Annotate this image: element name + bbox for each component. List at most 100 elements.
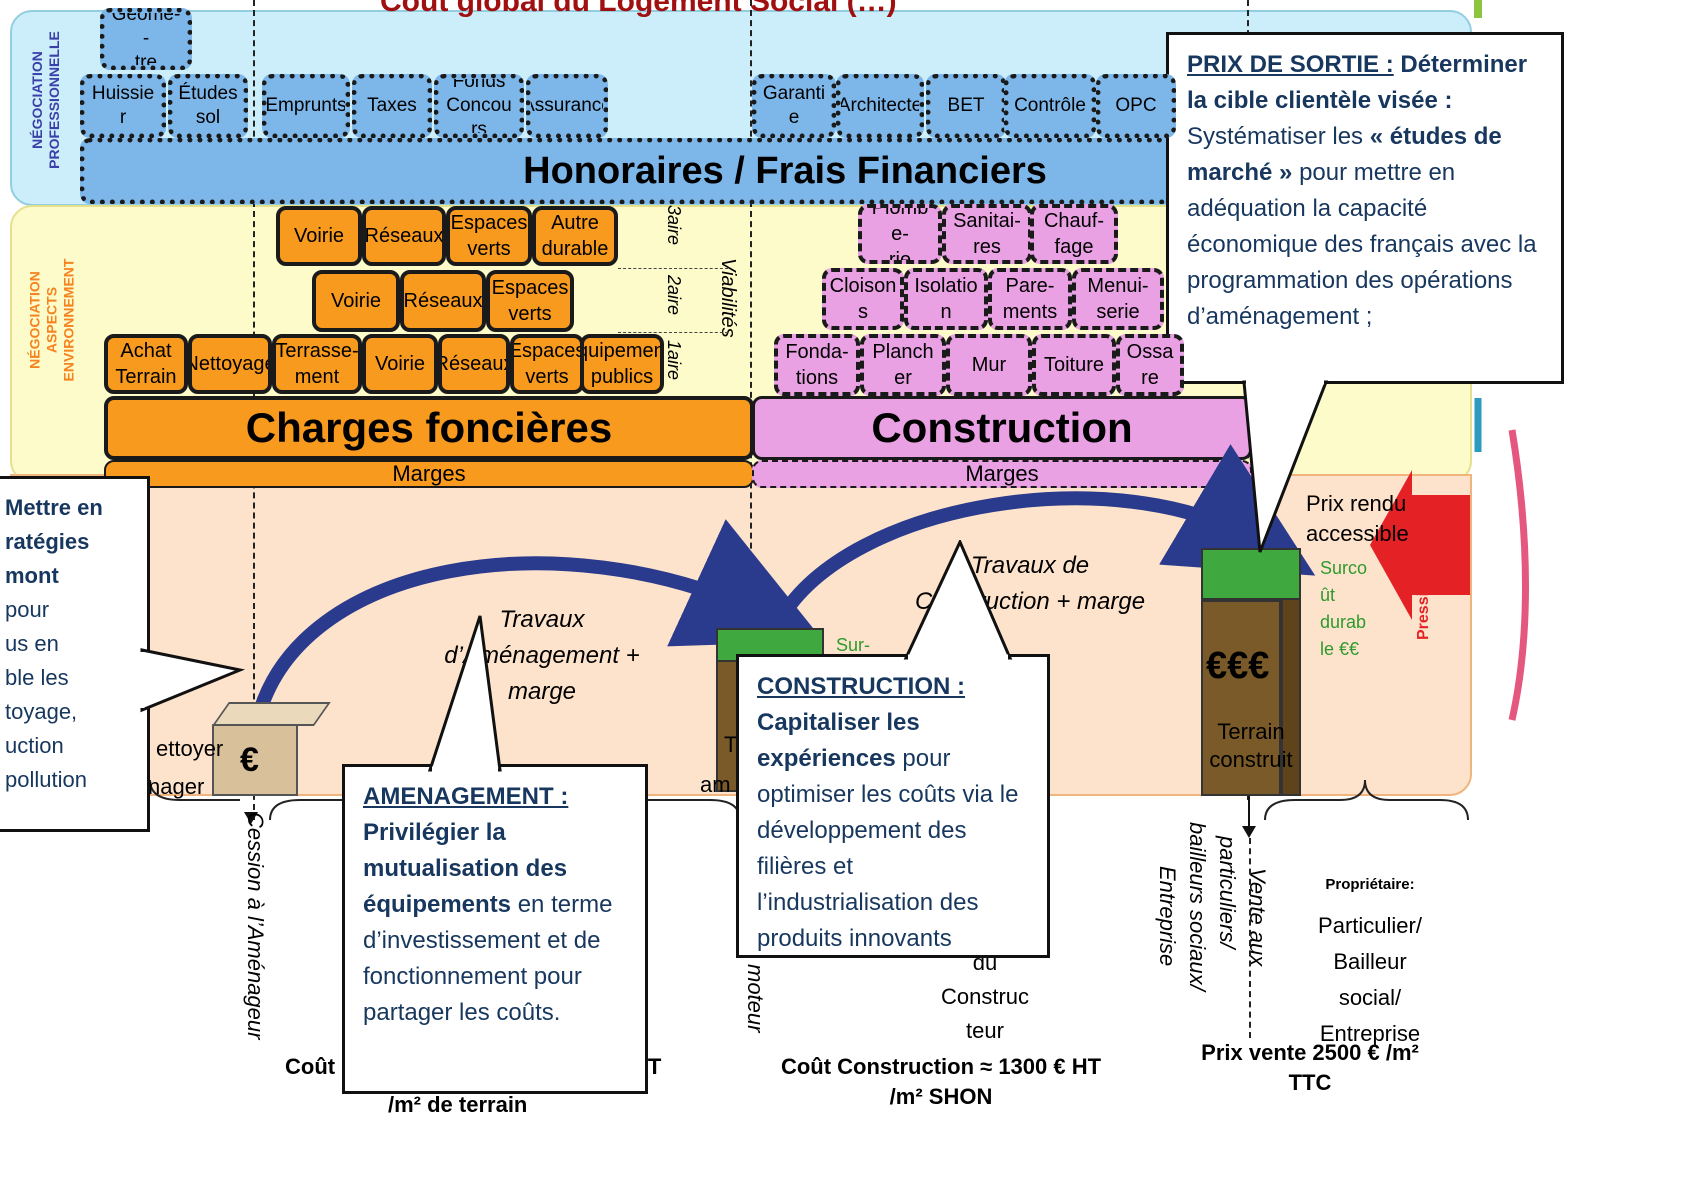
- land-tier1-box: Réseaux: [438, 334, 510, 394]
- constructeur-text: du Construc teur: [940, 950, 1030, 1043]
- owner-label: Propriétaire:: [1325, 876, 1415, 893]
- construction-tier1-box: Toiture: [1032, 334, 1116, 396]
- pression-arrow: [1370, 470, 1470, 620]
- land-tier3-box-label: Autre durable: [541, 212, 609, 260]
- fee-box-label: Garanti e: [762, 83, 826, 128]
- callout-left-line: pollution: [5, 767, 87, 792]
- land-tier1-box: Équipements publics: [580, 334, 664, 394]
- callout-left-line: ratégies: [5, 529, 90, 554]
- manager-text: nager: [148, 774, 205, 799]
- fee-box: OPC: [1096, 74, 1176, 138]
- callout-left-line: Mettre en: [5, 495, 103, 520]
- fee-box-label: Géomè- - tre: [111, 8, 181, 70]
- land-tier1-box-label: Équipements publics: [584, 340, 664, 388]
- land-cost-label: Coût: [285, 1054, 336, 1079]
- construction-tier1-box: Fonda- tions: [774, 334, 860, 396]
- particuliers-label: particuliers/: [1215, 836, 1240, 949]
- prix-p1: Systématiser les: [1187, 123, 1370, 150]
- construction-tier2-box: Pare- ments: [988, 268, 1072, 330]
- land-tier2-box: Espaces verts: [486, 270, 574, 332]
- owner-text: Particulier/ Bailleur social/ Entreprise: [1318, 913, 1422, 1046]
- land-tier3-box-label: Voirie: [293, 225, 345, 247]
- land-tier3-box: Réseaux: [362, 206, 446, 266]
- land-tier3-box: Espaces verts: [446, 206, 532, 266]
- land-tier2-box-label: Espaces verts: [491, 277, 569, 325]
- land-tier3-box-label: Réseaux: [364, 225, 444, 247]
- construction-tier1-box-label: Planch er: [872, 341, 934, 389]
- land-charges-bar: Charges foncières: [104, 396, 754, 460]
- fee-box: Taxes: [352, 74, 432, 138]
- land-tier1-box: Nettoyage: [188, 334, 272, 394]
- fee-box: Huissie r: [80, 74, 166, 138]
- land-tier2-box: Voirie: [312, 270, 400, 332]
- callout-left-line: ble les: [5, 665, 69, 690]
- price-accessible-text: Prix rendu accessible: [1306, 491, 1409, 546]
- callout-prix: PRIX DE SORTIE : Déterminer la cible cli…: [1166, 32, 1564, 384]
- amenagement-head: AMENAGEMENT :: [363, 783, 569, 810]
- bailleurs-label: bailleurs sociaux/: [1185, 822, 1210, 991]
- nettoyer-text: ettoyer: [156, 736, 224, 761]
- amenagement-rest: en terme d’investissement et de fonction…: [363, 891, 613, 1026]
- sale-dashed-line: [1249, 838, 1251, 1038]
- land-tier1-box-label: Voirie: [374, 353, 426, 375]
- callout-left-line: uction: [5, 733, 64, 758]
- construction-tier1-box: Ossa re: [1116, 334, 1184, 396]
- callout-amenagement: AMENAGEMENT : Privilégier la mutualisati…: [342, 764, 648, 1094]
- tier-divider-2: [618, 332, 728, 333]
- construction-head: CONSTRUCTION :: [757, 673, 965, 700]
- mid-cube-surcout: Sur-: [836, 635, 871, 655]
- fee-box: Garanti e: [752, 74, 836, 138]
- construction-tier1-box: Planch er: [860, 334, 946, 396]
- construction-tier3-box-label: Sanitai- res: [953, 210, 1021, 258]
- arrow-to-construction: [773, 444, 1316, 624]
- amenagement-bold: Privilégier la mutualisation des équipem…: [363, 819, 568, 918]
- fee-box-label: BET: [947, 95, 985, 116]
- fees-bar: Honoraires / Frais Financiers: [80, 138, 1250, 204]
- construction-tier1-box-label: Ossa re: [1126, 341, 1174, 389]
- construction-tier1-box-label: Mur: [971, 354, 1007, 376]
- land-cost-unit: /m² de terrain: [388, 1092, 528, 1117]
- fee-box: Assurance: [526, 74, 608, 138]
- construction-bold: Capitaliser les expériences: [757, 709, 920, 772]
- final-cube-label: Terrain construit: [1209, 719, 1293, 772]
- callout-left-line: mont: [5, 563, 59, 588]
- callout-left-line: us en: [5, 631, 59, 656]
- prix-bold2: « études de marché »: [1187, 123, 1502, 186]
- construction-tier2-box: Cloison s: [822, 268, 904, 330]
- land-tier1-box-label: Espaces verts: [510, 340, 584, 388]
- land-tier2-box-label: Voirie: [330, 290, 382, 312]
- land-tier1-box-label: Terrasse- ment: [275, 340, 359, 388]
- land-tier1-box-label: Réseaux: [438, 353, 510, 375]
- entreprise-label: Entreprise: [1155, 866, 1180, 967]
- land-tier2-box-label: Réseaux: [403, 290, 483, 312]
- construction-tier2-box-label: Pare- ments: [1002, 275, 1058, 323]
- land-tier1-box-label: Nettoyage: [188, 353, 272, 375]
- construction-margin-label: Marges: [965, 461, 1039, 486]
- land-margin-bar: Marges: [104, 460, 754, 488]
- brace-right: [1264, 779, 1469, 821]
- fee-box-label: Fonds Concou rs: [446, 74, 512, 138]
- construction-tier3-box: Chauf- fage: [1030, 204, 1118, 264]
- final-cube-green: [1201, 548, 1301, 600]
- construction-tier1-box-label: Toiture: [1043, 354, 1105, 376]
- fee-box: Études sol: [168, 74, 248, 138]
- callout-construction: CONSTRUCTION : Capitaliser les expérienc…: [736, 654, 1050, 958]
- construction-tier2-box: Menui- serie: [1072, 268, 1164, 330]
- construction-tier3-box: Plomb e- rie: [858, 204, 942, 264]
- fee-box-label: Huissie r: [91, 83, 155, 128]
- land-tier2-box: Réseaux: [400, 270, 486, 332]
- fee-box-label: Études sol: [178, 83, 238, 128]
- page-title: Coût global du Logement Social (…): [380, 0, 897, 18]
- pink-arc: [1508, 429, 1529, 721]
- green-edge-marker: [1474, 0, 1482, 18]
- callout-left-tail: [140, 648, 246, 713]
- fee-box: Géomè- - tre: [100, 8, 192, 70]
- land-tier3-box: Autre durable: [532, 206, 618, 266]
- callout-left-line: pour: [5, 597, 50, 622]
- land-tier1-box: Voirie: [362, 334, 438, 394]
- fee-box: Fonds Concou rs: [434, 74, 524, 138]
- tier-divider-1: [618, 268, 728, 269]
- final-surcout: Surco ût durab le €€: [1320, 558, 1368, 659]
